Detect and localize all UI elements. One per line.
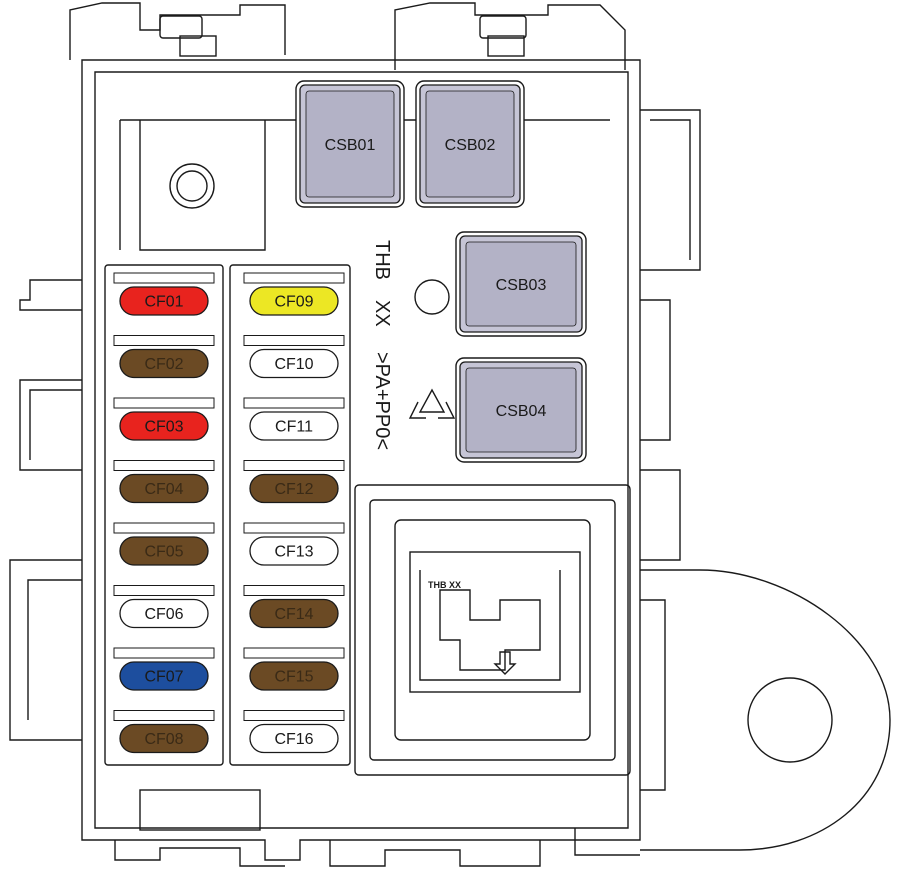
cartridge-fuse-csb02: CSB02: [415, 80, 525, 208]
cartridge-label: CSB03: [496, 277, 547, 294]
fuse-body: [119, 473, 209, 504]
fuse-clip: [243, 710, 345, 721]
fuse-clip: [243, 460, 345, 471]
fuse-body: [249, 598, 339, 629]
fuse-label: CF13: [274, 544, 313, 561]
fuse-cf14: CF14: [243, 585, 345, 629]
cartridge-fuse-csb04: CSB04: [455, 357, 587, 463]
fuse-cf16: CF16: [243, 710, 345, 754]
fuse-cf08: CF08: [113, 710, 215, 754]
fuse-clip: [113, 522, 215, 534]
fuse-body: [249, 473, 339, 504]
cartridge-label: CSB01: [325, 137, 376, 154]
fuse-clip: [243, 272, 345, 284]
cartridge-face: [465, 241, 577, 327]
fuse-cf06: CF06: [113, 585, 215, 629]
fuse-label: CF07: [144, 669, 183, 686]
fuse-clip: [243, 397, 345, 409]
fuse-body: [119, 536, 209, 566]
fuse-cf12: CF12: [243, 460, 345, 504]
fuse-body: [119, 348, 209, 379]
fuse-label: CF08: [144, 731, 183, 748]
fuse-body: [249, 411, 339, 441]
fuse-label: CF10: [274, 356, 313, 373]
fuse-label: CF14: [274, 606, 313, 623]
fuse-label: CF11: [275, 419, 313, 436]
cartridge-face: [305, 90, 395, 198]
fuse-cf13: CF13: [243, 522, 345, 566]
fuse-label: CF16: [274, 731, 313, 748]
fuse-label: CF02: [144, 356, 183, 373]
fuse-label: CF05: [144, 544, 183, 561]
fuse-cf09: CF09: [243, 272, 345, 316]
fuse-body: [249, 661, 339, 691]
fuse-body: [119, 286, 209, 316]
fuse-cf04: CF04: [113, 460, 215, 504]
fuse-label: CF01: [144, 294, 183, 311]
fuse-cf07: CF07: [113, 647, 215, 691]
fuse-clip: [243, 585, 345, 596]
fuse-body: [119, 661, 209, 691]
maker-mark: THB: [371, 240, 393, 280]
connector-mark: THB XX: [428, 580, 461, 590]
fuse-cf11: CF11: [243, 397, 345, 441]
fuse-label: CF03: [144, 419, 183, 436]
fuse-cf05: CF05: [113, 522, 215, 566]
fuse-clip: [113, 397, 215, 409]
fuse-clip: [113, 647, 215, 659]
fuse-clip: [113, 710, 215, 721]
fuse-body: [249, 286, 339, 316]
fuse-body: [119, 723, 209, 754]
fuse-body: [119, 598, 209, 629]
fuse-label: CF09: [274, 294, 313, 311]
fuse-clip: [113, 335, 215, 346]
cartridge-fuse-csb03: CSB03: [455, 231, 587, 337]
cartridge-label: CSB02: [445, 137, 496, 154]
fuse-label: CF15: [274, 669, 313, 686]
housing-outline: [9, 2, 891, 867]
fuse-clip: [113, 272, 215, 284]
fuse-body: [249, 536, 339, 566]
cartridge-face: [425, 90, 515, 198]
fuse-label: CF04: [144, 481, 183, 498]
molding-marks: THB XX >PA+PP0< THB XX: [371, 240, 461, 590]
material-mark: >PA+PP0<: [371, 352, 393, 450]
fuse-body: [249, 348, 339, 379]
fuse-cf02: CF02: [113, 335, 215, 379]
fuse-body: [119, 411, 209, 441]
fuse-cf10: CF10: [243, 335, 345, 379]
fuse-body: [249, 723, 339, 754]
fuse-cf01: CF01: [113, 272, 215, 316]
code-mark: XX: [371, 300, 393, 327]
fuse-clip: [243, 522, 345, 534]
fuse-label: CF12: [274, 481, 313, 498]
cartridge-fuse-csb01: CSB01: [295, 80, 405, 208]
cartridge-label: CSB04: [496, 403, 547, 420]
fuse-clip: [113, 585, 215, 596]
fuse-clip: [113, 460, 215, 471]
fuse-cf15: CF15: [243, 647, 345, 691]
fuse-clip: [243, 335, 345, 346]
fuse-cf03: CF03: [113, 397, 215, 441]
fuse-label: CF06: [144, 606, 183, 623]
fuse-clip: [243, 647, 345, 659]
cartridge-face: [465, 367, 577, 453]
